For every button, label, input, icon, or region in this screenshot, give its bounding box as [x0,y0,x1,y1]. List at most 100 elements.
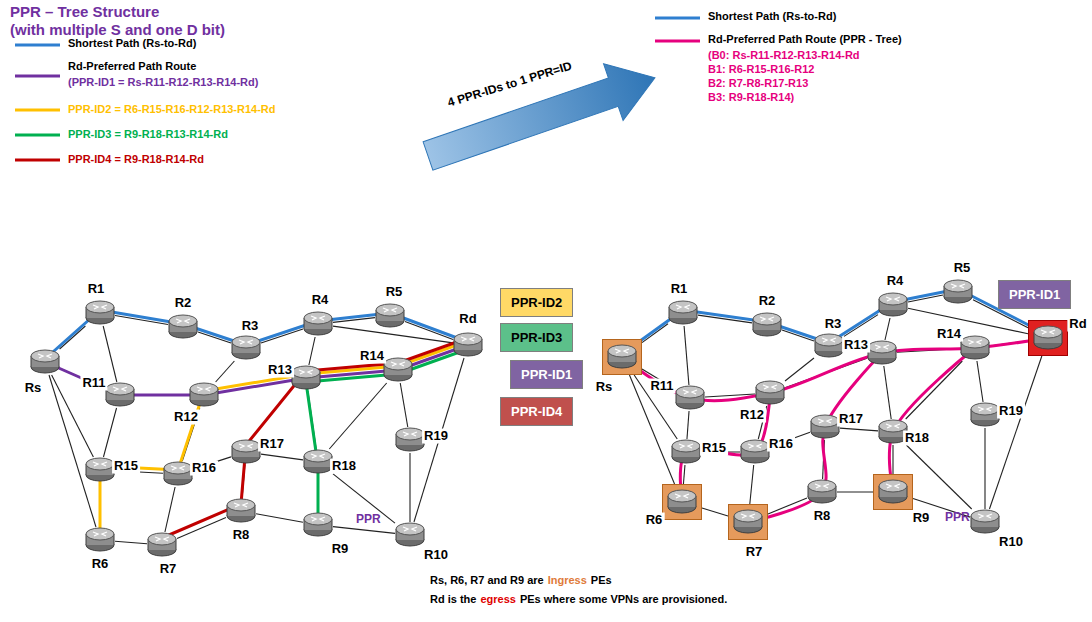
network-link [642,324,668,343]
router-node: R13 [291,365,321,391]
router-icon [163,461,193,487]
router-label: R6 [90,557,111,572]
router-node: R6 [662,484,702,520]
router-label: R10 [422,548,450,563]
note-text: Rs, R6, R7 and R9 are [430,574,544,586]
router-label: R4 [885,274,906,289]
router-node: R12 [189,382,219,408]
router-label: R12 [738,408,766,423]
router-node: R16 [163,461,193,487]
router-label: R11 [80,376,107,391]
network-link [750,465,754,504]
router-label: R13 [266,363,294,378]
router-label: R1 [669,282,690,297]
router-node: R14 [383,357,413,383]
ppr-id-text: PPR-ID3 [511,330,562,345]
ppr-id-text: PPR-ID2 [511,295,562,310]
router-label: R12 [172,410,200,425]
router-icon [814,333,844,359]
router-node: R10 [395,522,425,548]
router-icon [395,522,425,548]
router-icon [85,300,115,326]
router-node: R9 [873,474,913,510]
router-icon [453,332,483,358]
router-icon [85,457,115,483]
network-link [256,514,303,523]
network-link [884,366,891,419]
branch-text: B2: R7-R8-R17-R13 [708,77,808,90]
router-icon [226,498,256,524]
router-node: R8 [226,498,256,524]
router-icon [740,439,770,465]
router-label: R6 [644,513,665,528]
network-link [333,527,395,534]
note-text: Ingress [548,574,587,586]
router-node: R3 [231,335,261,361]
path-route [622,338,1048,401]
router-node: R2 [752,312,782,338]
ppr-id-box: PPR-ID3 [500,323,573,352]
ppr-id-text: PPR-ID1 [1009,287,1060,302]
router-label: R14 [358,349,386,364]
network-link [785,358,814,381]
router-icon [667,489,697,515]
note-line: Rs, R6, R7 and R9 areIngressPEs [430,574,612,586]
router-label: R11 [648,379,675,394]
network-link [216,361,235,382]
legend-text: Rd-Preferred Path Route [68,60,196,73]
network-link [702,508,728,516]
router-label: R5 [952,261,973,276]
router-node: R17 [810,414,840,440]
router-node: R10 [970,509,1000,535]
router-icon [375,303,405,329]
router-node: R4 [878,292,908,318]
router-label: Rd [1067,317,1088,332]
network-link [261,329,303,343]
network-link [400,383,408,427]
path-route [162,338,468,538]
router-icon [1033,325,1063,351]
legend-line-sample [15,44,60,47]
router-label: Rs [594,380,615,395]
router-label: R16 [767,437,795,452]
legend-text: PPR-ID2 = R6-R15-R16-R12-R13-R14-Rd [68,103,276,116]
legend-line-sample [15,109,60,112]
ppr-id-box: PPR-ID1 [510,360,583,389]
ppr-label: PPR [356,512,381,526]
router-node: R8 [807,479,837,505]
router-icon [970,402,1000,428]
router-label: R8 [812,509,833,524]
transform-arrow [418,49,664,184]
router-node: R18 [878,419,908,445]
branch-text: B3: R9-R18-R14) [708,91,794,104]
router-label: R18 [903,431,931,446]
legend-text: Shortest Path (Rs-to-Rd) [708,10,836,23]
network-link [329,383,386,449]
path-route [748,353,882,522]
network-link [414,358,464,522]
network-link [165,487,175,532]
router-node: Rd [453,332,483,358]
router-icon [105,382,135,408]
router-label: R17 [837,412,865,427]
note-text: PEs where some VPNs are provisioned. [520,593,727,605]
router-node: R13 [867,340,897,366]
router-icon [231,335,261,361]
path-route [100,341,468,536]
router-node: R2 [168,314,198,340]
router-label: R8 [231,528,252,543]
router-node: Rs [30,349,60,375]
router-node: R5 [943,279,973,305]
router-node: R18 [303,449,333,475]
router-label: R13 [842,338,870,353]
router-node: R17 [231,439,261,465]
router-label: R15 [112,459,140,474]
router-node: R16 [740,439,770,465]
router-label: R1 [86,282,107,297]
ppr-id-text: PPR-ID1 [521,367,572,382]
router-icon [383,357,413,383]
network-link [261,454,303,460]
router-node: R15 [85,457,115,483]
router-label: R17 [258,437,286,452]
